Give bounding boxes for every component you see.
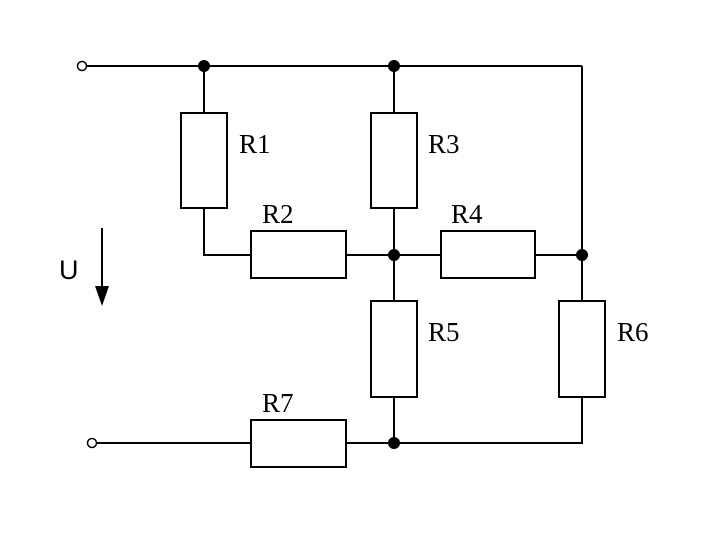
resistor-r3 [370, 112, 418, 209]
junction-right [576, 249, 588, 261]
resistor-r2 [250, 230, 347, 279]
label-r1: R1 [239, 129, 271, 159]
terminal-top [76, 60, 88, 72]
label-r3: R3 [428, 129, 460, 159]
resistor-r7 [250, 419, 347, 468]
junctions [198, 60, 588, 449]
voltage-arrow-icon [95, 228, 109, 306]
terminal-bottom [86, 437, 98, 449]
label-r6: R6 [617, 317, 649, 347]
label-r7: R7 [262, 388, 294, 418]
wire-r1-to-r2 [203, 208, 251, 256]
label-r4: R4 [451, 199, 483, 229]
resistor-r4 [440, 230, 536, 279]
resistor-r6 [558, 300, 606, 398]
junction-center [388, 249, 400, 261]
junction-top-middle [388, 60, 400, 72]
voltage-label: U [59, 255, 79, 285]
resistor-r1 [180, 112, 228, 209]
resistor-r5 [370, 300, 418, 398]
wire-r6-bottom [346, 397, 583, 444]
label-r2: R2 [262, 199, 294, 229]
label-r5: R5 [428, 317, 460, 347]
resistors [180, 112, 606, 468]
junction-top-left [198, 60, 210, 72]
junction-bottom-middle [388, 437, 400, 449]
